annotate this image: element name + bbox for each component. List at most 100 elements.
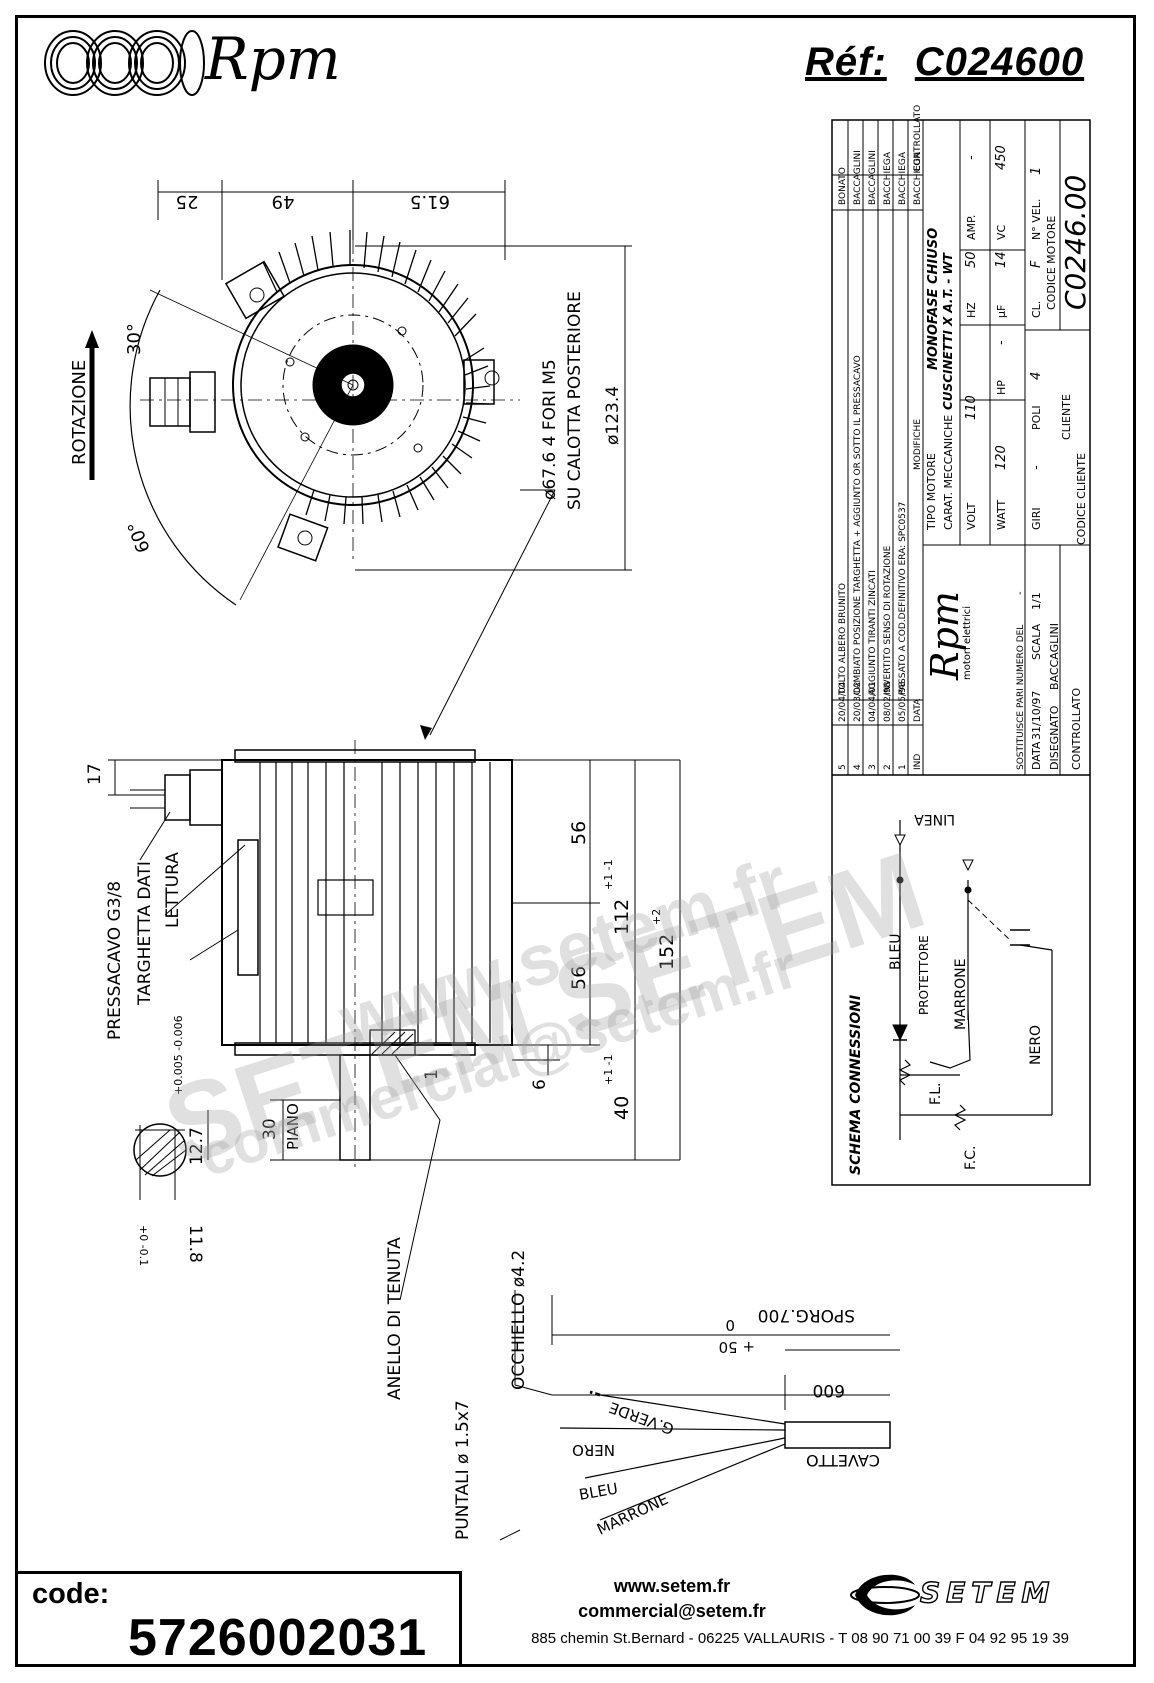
dim-25: 25 xyxy=(176,191,199,212)
wire-verde: G.VERDE xyxy=(607,1398,677,1438)
svg-text:04/04/01: 04/04/01 xyxy=(868,682,878,722)
svg-text:AGGIUNTO TIRANTI ZINCATI: AGGIUNTO TIRANTI ZINCATI xyxy=(868,570,878,695)
svg-text:IND: IND xyxy=(913,754,923,770)
svg-text:MODIFICHE: MODIFICHE xyxy=(913,419,923,470)
label-lettura: LETTURA xyxy=(163,852,183,928)
cable-view xyxy=(499,1290,900,1541)
svg-text:HZ: HZ xyxy=(965,302,978,318)
cooling-fins xyxy=(262,230,491,525)
svg-text:F: F xyxy=(1029,260,1044,268)
dim-123-4: ø123.4 xyxy=(603,386,623,445)
label-rotazione: ROTAZIONE xyxy=(69,360,90,465)
motor-data: TIPO MOTORE MONOFASE CHIUSO CARAT. MECCA… xyxy=(923,145,1092,770)
rpm-coil-logo xyxy=(44,30,205,96)
dim-sporg: SPORG.700 xyxy=(758,1305,855,1325)
dim-40-tol: +1 -1 xyxy=(602,1054,615,1085)
website-link[interactable]: www.setem.fr xyxy=(613,1576,731,1596)
dim-30: 30 xyxy=(260,1118,280,1140)
dim-1: 1 xyxy=(422,1069,442,1080)
svg-text:BACCAGLINI: BACCAGLINI xyxy=(1048,623,1061,690)
svg-text:CUSCINETTI X A.T. - WT: CUSCINETTI X A.T. - WT xyxy=(941,252,955,410)
dim-56-top: 56 xyxy=(568,821,590,845)
dim-sporg-tol-plus: + 50 xyxy=(719,1338,755,1356)
svg-text:INVERTITO SENSO DI ROTAZIONE: INVERTITO SENSO DI ROTAZIONE xyxy=(883,545,893,695)
svg-text:3: 3 xyxy=(868,764,878,770)
svg-text:BLEU: BLEU xyxy=(888,934,904,971)
svg-text:TIPO MOTORE: TIPO MOTORE xyxy=(925,453,938,531)
svg-text:1: 1 xyxy=(898,764,908,770)
label-cavetto: CAVETTO xyxy=(806,1451,880,1470)
svg-text:CAMBIATO POSIZIONE TARGHETTA +: CAMBIATO POSIZIONE TARGHETTA + AGGIUNTO … xyxy=(853,355,863,695)
dim-11-8-tol: +0 -0.1 xyxy=(137,1225,150,1266)
svg-text:CL.: CL. xyxy=(1030,301,1043,318)
svg-text:-: - xyxy=(1015,591,1026,595)
svg-text:MONOFASE CHIUSO: MONOFASE CHIUSO xyxy=(926,228,941,370)
svg-text:VOLT: VOLT xyxy=(965,502,978,530)
svg-text:2: 2 xyxy=(883,764,893,770)
title-block xyxy=(831,119,1091,1186)
email-link[interactable]: commercial@setem.fr xyxy=(578,1601,766,1621)
code-box: code: 5726002031 xyxy=(15,1571,462,1667)
contact-block: www.setem.fr commercial@setem.fr xyxy=(562,1574,782,1624)
dim-49: 49 xyxy=(272,191,295,212)
dim-112-tol: +1 -1 xyxy=(602,859,615,890)
svg-text:PROTETTORE: PROTETTORE xyxy=(917,935,931,1015)
front-view-arrows xyxy=(85,330,432,740)
svg-text:14: 14 xyxy=(994,251,1009,268)
svg-text:MARRONE: MARRONE xyxy=(953,959,969,1030)
label-occhiello: OCCHIELLO ø4.2 xyxy=(509,1250,529,1390)
svg-text:BACCHIEGA: BACCHIEGA xyxy=(883,151,893,205)
angle-60: 60° xyxy=(124,518,155,555)
wiring-schema: SCHEMA CONNESSIONI LINEA BLEU PROTETTORE… xyxy=(848,811,1044,1175)
svg-text:120: 120 xyxy=(994,445,1009,470)
svg-text:TOLTO ALBERO BRUNITO: TOLTO ALBERO BRUNITO xyxy=(838,583,848,696)
svg-text:BONATO: BONATO xyxy=(838,167,848,205)
svg-text:05/05/98: 05/05/98 xyxy=(898,681,908,722)
label-targhetta: TARGHETTA DATI xyxy=(135,861,155,1006)
svg-text:CARAT. MECCANICHE: CARAT. MECCANICHE xyxy=(942,415,955,530)
svg-text:DATA: DATA xyxy=(1030,741,1043,770)
svg-text:20/03/02: 20/03/02 xyxy=(853,682,863,722)
angle-30: 30° xyxy=(124,323,145,355)
svg-text:SOSTITUISCE PARI NUMERO DEL: SOSTITUISCE PARI NUMERO DEL xyxy=(1016,625,1026,770)
svg-text:Rpm: Rpm xyxy=(923,591,967,681)
dim-61-5: 61.5 xyxy=(410,191,450,212)
dim-152: 152 xyxy=(656,934,678,970)
code-label: code: xyxy=(32,1578,110,1610)
svg-text:50: 50 xyxy=(964,251,979,268)
reference-number: Réf:C024600 xyxy=(805,40,1084,85)
svg-text:AMP.: AMP. xyxy=(965,215,978,240)
svg-text:1/1: 1/1 xyxy=(1030,592,1043,610)
svg-text:31/10/97: 31/10/97 xyxy=(1030,691,1043,740)
svg-text:CODICE MOTORE: CODICE MOTORE xyxy=(1045,216,1058,310)
ref-label: Réf: xyxy=(805,40,887,84)
dim-11-8: 11.8 xyxy=(185,1225,205,1263)
svg-text:VC: VC xyxy=(995,224,1008,240)
code-value: 5726002031 xyxy=(128,1609,428,1667)
svg-text:-: - xyxy=(964,155,979,160)
svg-text:CONTROLLATO: CONTROLLATO xyxy=(913,105,923,172)
dim-56-bottom: 56 xyxy=(568,966,590,990)
dim-12-7-tol: +0.005 -0.006 xyxy=(172,1015,185,1095)
svg-text:BACCHIEGA: BACCHIEGA xyxy=(898,151,908,205)
svg-text:BACCAGLINI: BACCAGLINI xyxy=(853,150,863,205)
svg-text:BACCAGLINI: BACCAGLINI xyxy=(868,150,878,205)
svg-text:motori elettrici: motori elettrici xyxy=(962,606,973,680)
side-view xyxy=(108,740,681,1301)
front-view xyxy=(129,180,632,736)
svg-text:CLIENTE: CLIENTE xyxy=(1060,394,1073,440)
svg-text:F.L.: F.L. xyxy=(928,1082,944,1105)
dim-600: 600 xyxy=(813,1380,845,1400)
svg-text:4: 4 xyxy=(1029,372,1044,380)
svg-text:LINEA: LINEA xyxy=(914,811,955,827)
label-puntali: PUNTALI ø 1.5x7 xyxy=(453,1400,473,1540)
wire-nero: NERO xyxy=(572,1441,615,1459)
label-pressacavo: PRESSACAVO G3/8 xyxy=(105,881,125,1040)
svg-text:PASSATO A COD.DEFINITIVO ERA:: PASSATO A COD.DEFINITIVO ERA: SPC0537 xyxy=(898,502,908,695)
revision-table: TOLTO ALBERO BRUNITO CAMBIATO POSIZIONE … xyxy=(838,105,923,770)
svg-text:BACCHIEGA: BACCHIEGA xyxy=(913,151,923,205)
svg-text:CONTROLLATO: CONTROLLATO xyxy=(1070,688,1083,770)
drawing-frame xyxy=(15,15,1136,1667)
svg-text:DATA: DATA xyxy=(913,698,923,722)
